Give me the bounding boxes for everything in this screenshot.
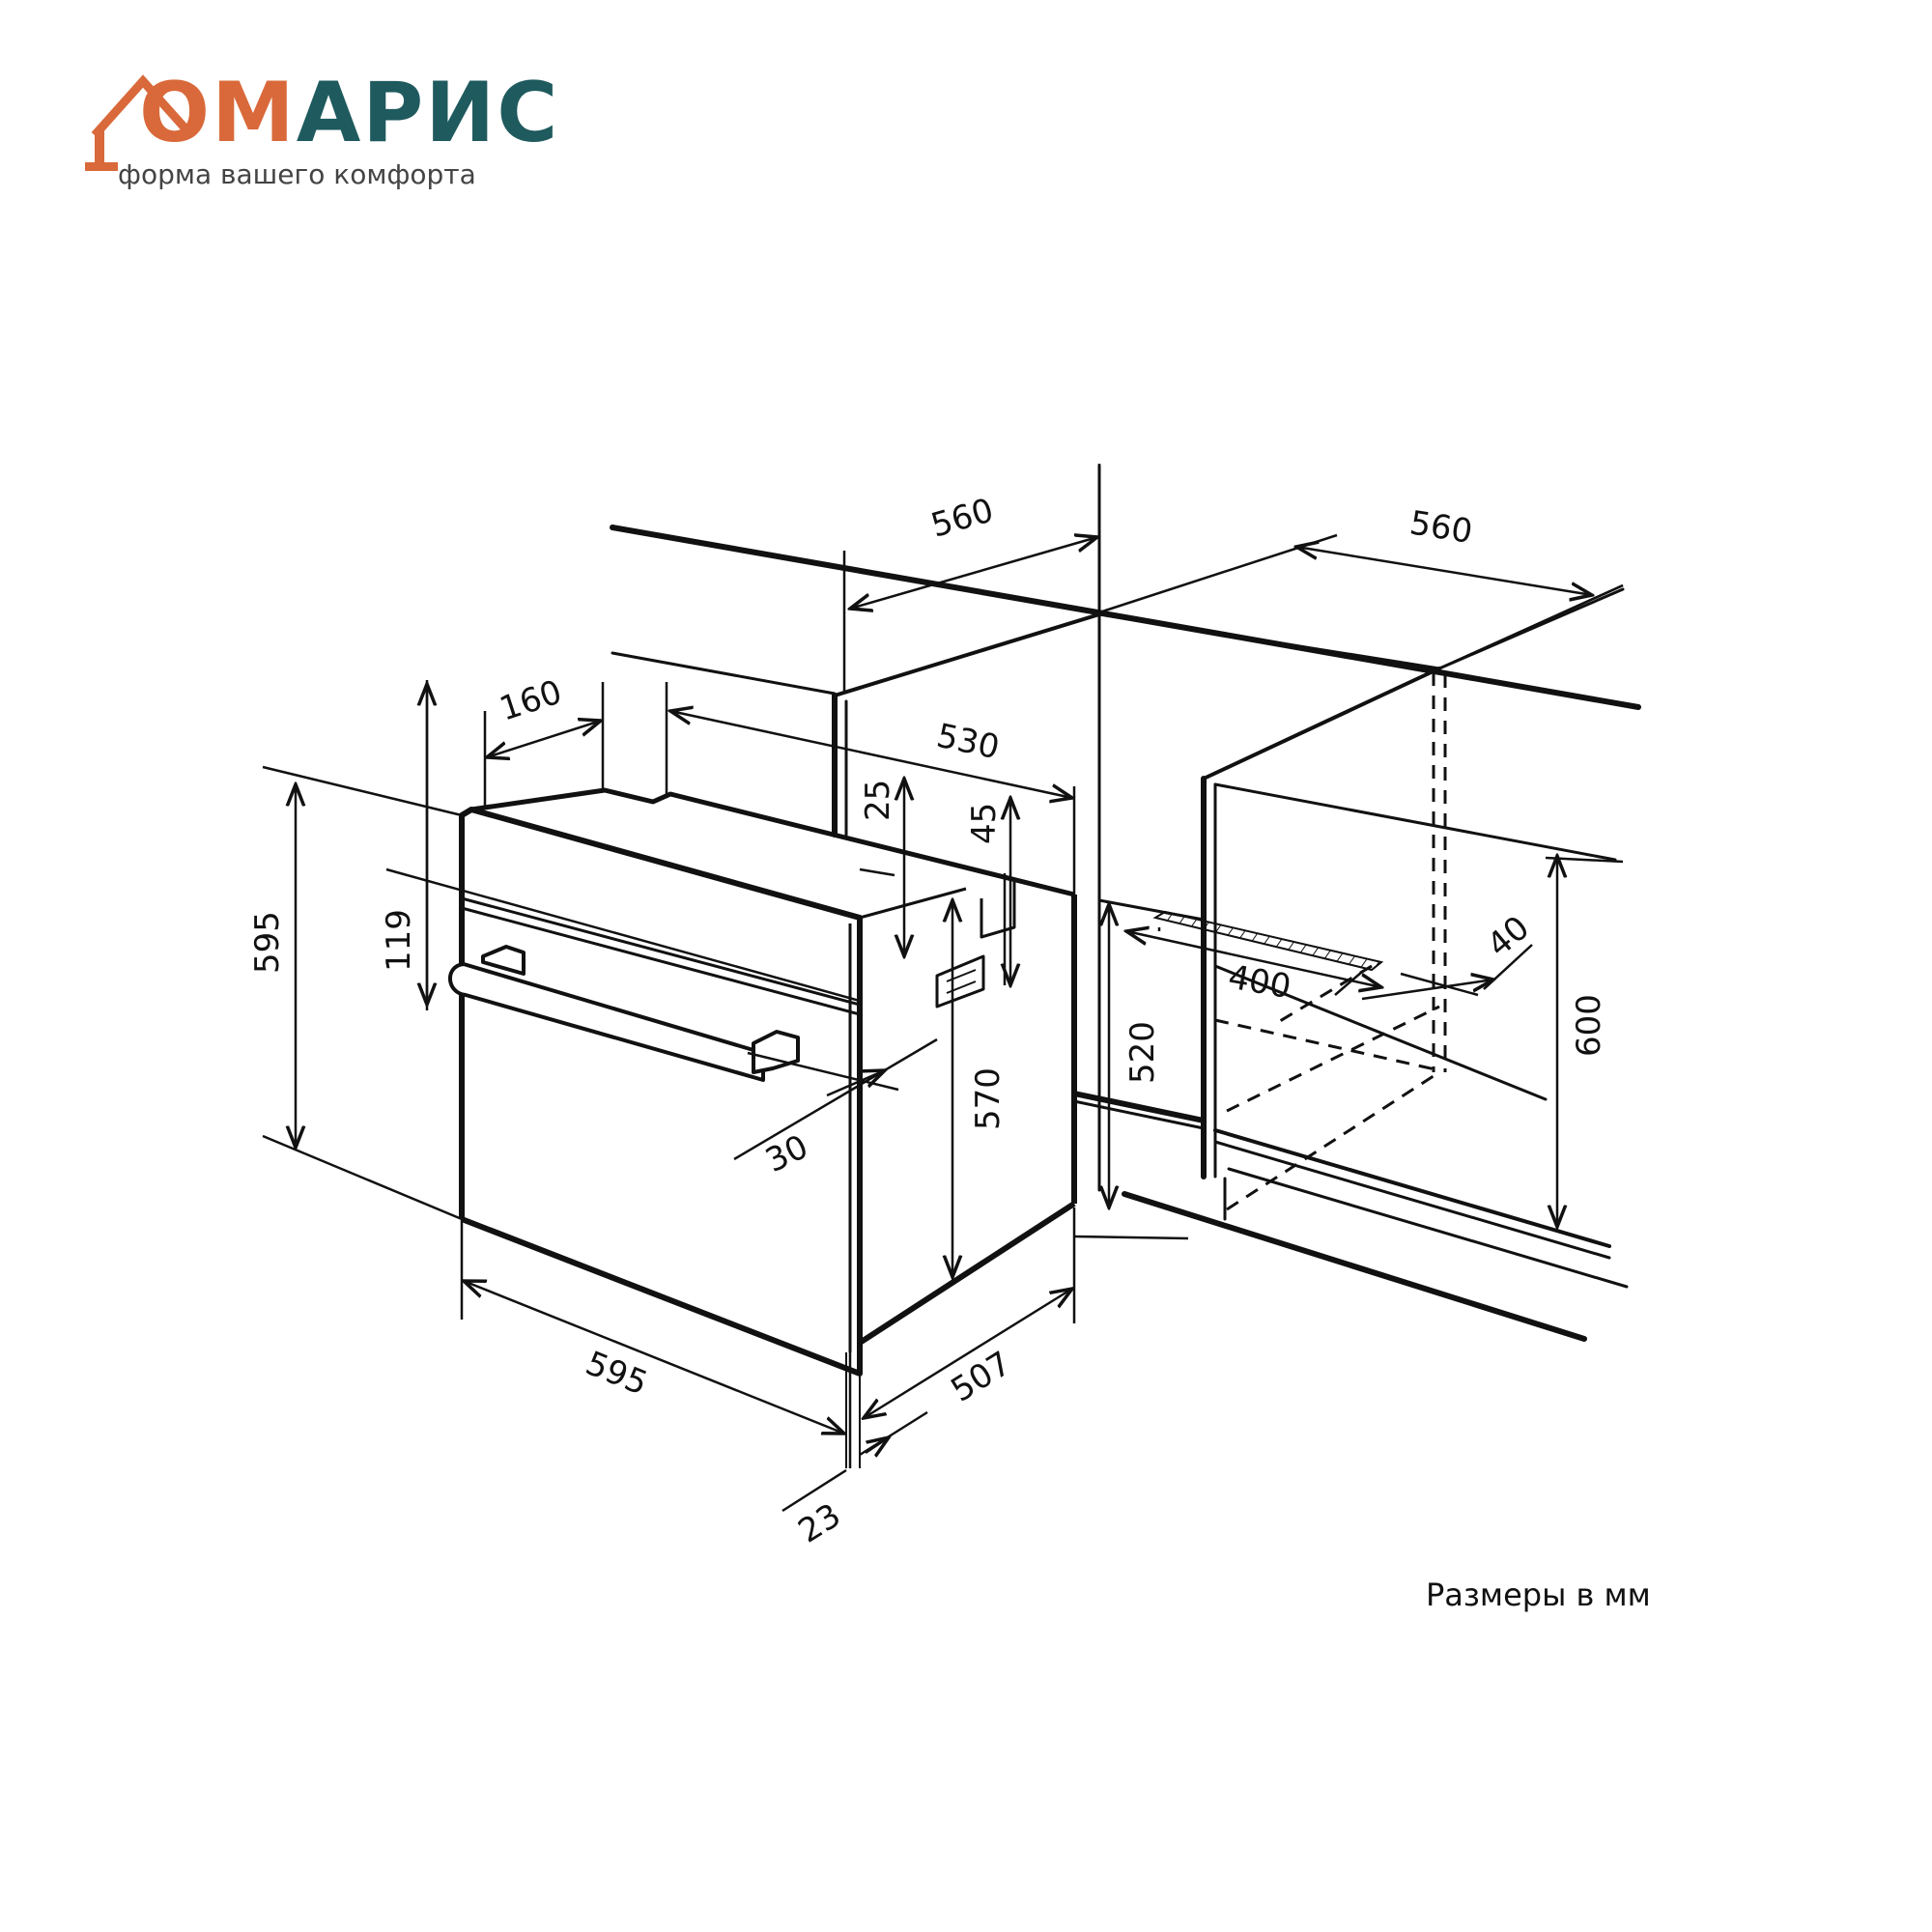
ventilation-opening [1152,910,1384,972]
cabinet-outline [610,464,1641,1342]
dim-arrow-160 [487,721,601,757]
dim-arrow-507 [864,1289,1072,1418]
dim-label-25: 25 [859,780,897,821]
dim-arrow-40 [1361,980,1493,1001]
dim-label-40: 40 [1480,908,1537,964]
dim-label-119: 119 [380,909,418,972]
dim-label-560-right: 560 [1407,503,1475,552]
dim-arrow-400 [1126,931,1381,987]
dim-arrow-30 [826,1070,885,1097]
dim-arrow-23 [865,1437,889,1453]
dim-label-30: 30 [759,1127,813,1180]
logo-tagline: форма вашего комфорта [118,158,476,190]
house-roof-icon [85,74,195,171]
dim-label-595-height: 595 [248,911,287,974]
dim-arrow-530 [670,711,1072,798]
dimension-arrows [296,537,1592,1453]
dim-label-45: 45 [965,803,1004,844]
dim-arrow-560-right [1296,547,1592,595]
logo-word-aris: АРИС [296,65,560,161]
dim-label-160: 160 [495,672,566,728]
dim-label-23: 23 [792,1496,848,1551]
units-note: Размеры в мм [1426,1577,1651,1613]
dim-label-507: 507 [945,1344,1018,1409]
dim-label-530: 530 [933,717,1003,768]
logo-wordmark: Д ОМАРИС [139,71,559,155]
dim-arrow-595-width [464,1281,844,1434]
dimension-labels: 560 560 160 530 25 45 595 119 30 570 595… [248,491,1608,1550]
dim-arrow-560-left [850,537,1097,609]
oven-handle [448,945,800,1082]
logo: Д ОМАРИС форма вашего комфорта [85,70,557,195]
dim-label-600: 600 [1570,994,1608,1057]
dim-label-560-left: 560 [926,491,997,545]
logo-word-om: ОМ [139,65,297,161]
dim-label-570: 570 [969,1067,1008,1130]
niche-hidden-lines [1214,672,1447,1211]
dim-label-520: 520 [1123,1021,1162,1084]
